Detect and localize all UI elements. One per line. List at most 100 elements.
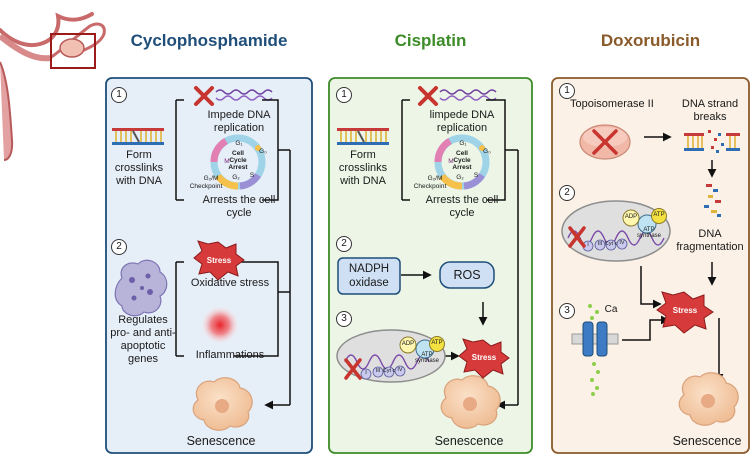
senescent-cell-nucleus-cyclo [215,399,229,413]
g1-label-cyclo: G₁ [235,140,243,147]
senescence-label-cis: Senescence [434,434,504,448]
checkpoint-label-cis: Checkpoint [413,183,447,190]
oxidative-stress-star [193,240,245,281]
senescence-label-dox: Senescence [672,434,742,448]
stress-star-dox [656,291,714,334]
dna-crosslink-icon-cyclo [112,128,164,145]
stress-text-cyclo: Stress [206,256,232,265]
m-label-cis: M [448,158,454,165]
g0-label-cyclo: G₀ [259,148,267,155]
title-cisplatin: Cisplatin [394,31,467,50]
complex-iii-label-dox: III [597,241,603,247]
ros-label: ROS [453,268,481,282]
g2-label-cyclo: G₂ [232,174,240,181]
g2m-label-cyclo: G₂/M [203,175,219,182]
impede-label-cis: limpede DNA replication [429,109,495,134]
step-number-1-cis: 1 [341,89,347,100]
dna-strand-breaks-label: DNA strand breaks [681,98,739,123]
checkpoint-label-cyclo: Checkpoint [189,183,223,190]
step-number-2-cis: 2 [341,238,347,249]
regulates-genes-label: Regulates pro- and anti- apoptotic genes [110,314,176,365]
senescent-cell-nucleus-cis [463,397,477,411]
cell-cycle-center-cis: Cell Cycle Arrest [452,150,472,172]
m-label-cyclo: M [224,158,230,165]
crosslinks-label-cis: Form crosslinks with DNA [338,149,388,187]
stress-star-cis [458,338,510,379]
step-3-circle-cis [336,311,352,327]
stress-text-cis: Stress [471,353,497,362]
g0-label-cis: G₀ [483,148,491,155]
step-number-1-cyclo: 1 [116,89,122,100]
arrests-label-cis: Arrests the cell cycle [425,194,499,219]
inflammations-label: Inflammations [195,349,265,361]
dna-strand-breaks-icon [684,130,740,153]
cell-cycle-wheel-cis [434,134,490,190]
title-cyclophosphamide: Cyclophosphamide [130,31,288,50]
mitochondrion-dox [561,200,671,262]
atp-synthase-label-cis: ATP synthase [414,352,439,364]
s-label-cyclo: S [249,172,255,179]
calcium-label: Ca [604,304,618,315]
stress-text-dox: Stress [672,306,698,315]
senescence-label-cyclo: Senescence [186,434,256,448]
step-3-circle-dox [559,303,575,319]
complex-iv-label-dox: IV [619,240,625,246]
step-1-circle-cis [336,87,352,103]
complex-i-label-dox: I [587,242,589,248]
cyclo-connectors [175,99,291,410]
step-2-circle-dox [559,185,575,201]
g2m-label-cis: G₂/M [427,175,443,182]
title-doxorubicin: Doxorubicin [600,31,701,50]
complex-i-label-cis: I [365,370,367,376]
step-number-2-dox: 2 [564,187,570,198]
complex-iii-label-cis: III [375,368,381,374]
impede-dna-icon-cyclo [194,86,273,106]
atp-synthase-label-dox: ATP synthase [636,227,661,239]
cyt-c-label-cis: Cyt c [382,368,396,374]
immune-cell-icon [114,259,168,317]
nadph-oxidase-box [337,257,401,295]
step-2-circle-cyclo [111,239,127,255]
dna-fragments-icon [704,184,721,217]
cyt-c-label-dox: Cyt c [604,241,618,247]
dna-crosslink-icon-cis [337,128,389,145]
step-number-2-cyclo: 2 [116,241,122,252]
nadph-oxidase-label: NADPH oxidase [348,263,390,289]
step-1-circle-dox [559,83,575,99]
crosslinks-label-cyclo: Form crosslinks with DNA [114,149,164,187]
impede-label-cyclo: Impede DNA replication [207,109,271,134]
impede-dna-icon-cis [418,86,497,106]
adp-label-cis: ADP [401,341,415,347]
oxidative-stress-label: Oxidative stress [190,277,270,289]
step-number-1-dox: 1 [564,85,570,96]
inflammation-icon [200,305,240,345]
cis-connectors [401,99,519,410]
cell-cycle-wheel-cyclo [210,134,266,190]
mitochondrion-cis [336,329,446,383]
step-number-3-cis: 3 [341,313,347,324]
s-label-cis: S [473,172,479,179]
calcium-channel-icon [571,304,619,396]
adp-label-dox: ADP [624,214,638,220]
senescent-cell-nucleus-dox [701,394,715,408]
complex-iv-label-cis: IV [397,367,403,373]
step-2-circle-cis [336,236,352,252]
arrests-label-cyclo: Arrests the cell cycle [202,194,276,219]
step-number-3-dox: 3 [564,305,570,316]
dox-connectors [622,132,724,383]
uterus-illustration [0,12,106,161]
topoisomerase-label: Topoisomerase II [570,98,654,110]
atp-label-cis: ATP [431,340,443,346]
g1-label-cis: G₁ [459,140,467,147]
topoisomerase-icon [579,124,631,160]
ros-box [439,261,495,289]
cell-cycle-center-cyclo: Cell Cycle Arrest [228,150,248,172]
dna-fragmentation-label: DNA fragmentation [676,228,744,253]
g2-label-cis: G₂ [456,174,464,181]
doxorubicin-panel [551,77,750,454]
atp-label-dox: ATP [653,212,665,218]
step-circles [111,83,575,327]
step-1-circle-cyclo [111,87,127,103]
